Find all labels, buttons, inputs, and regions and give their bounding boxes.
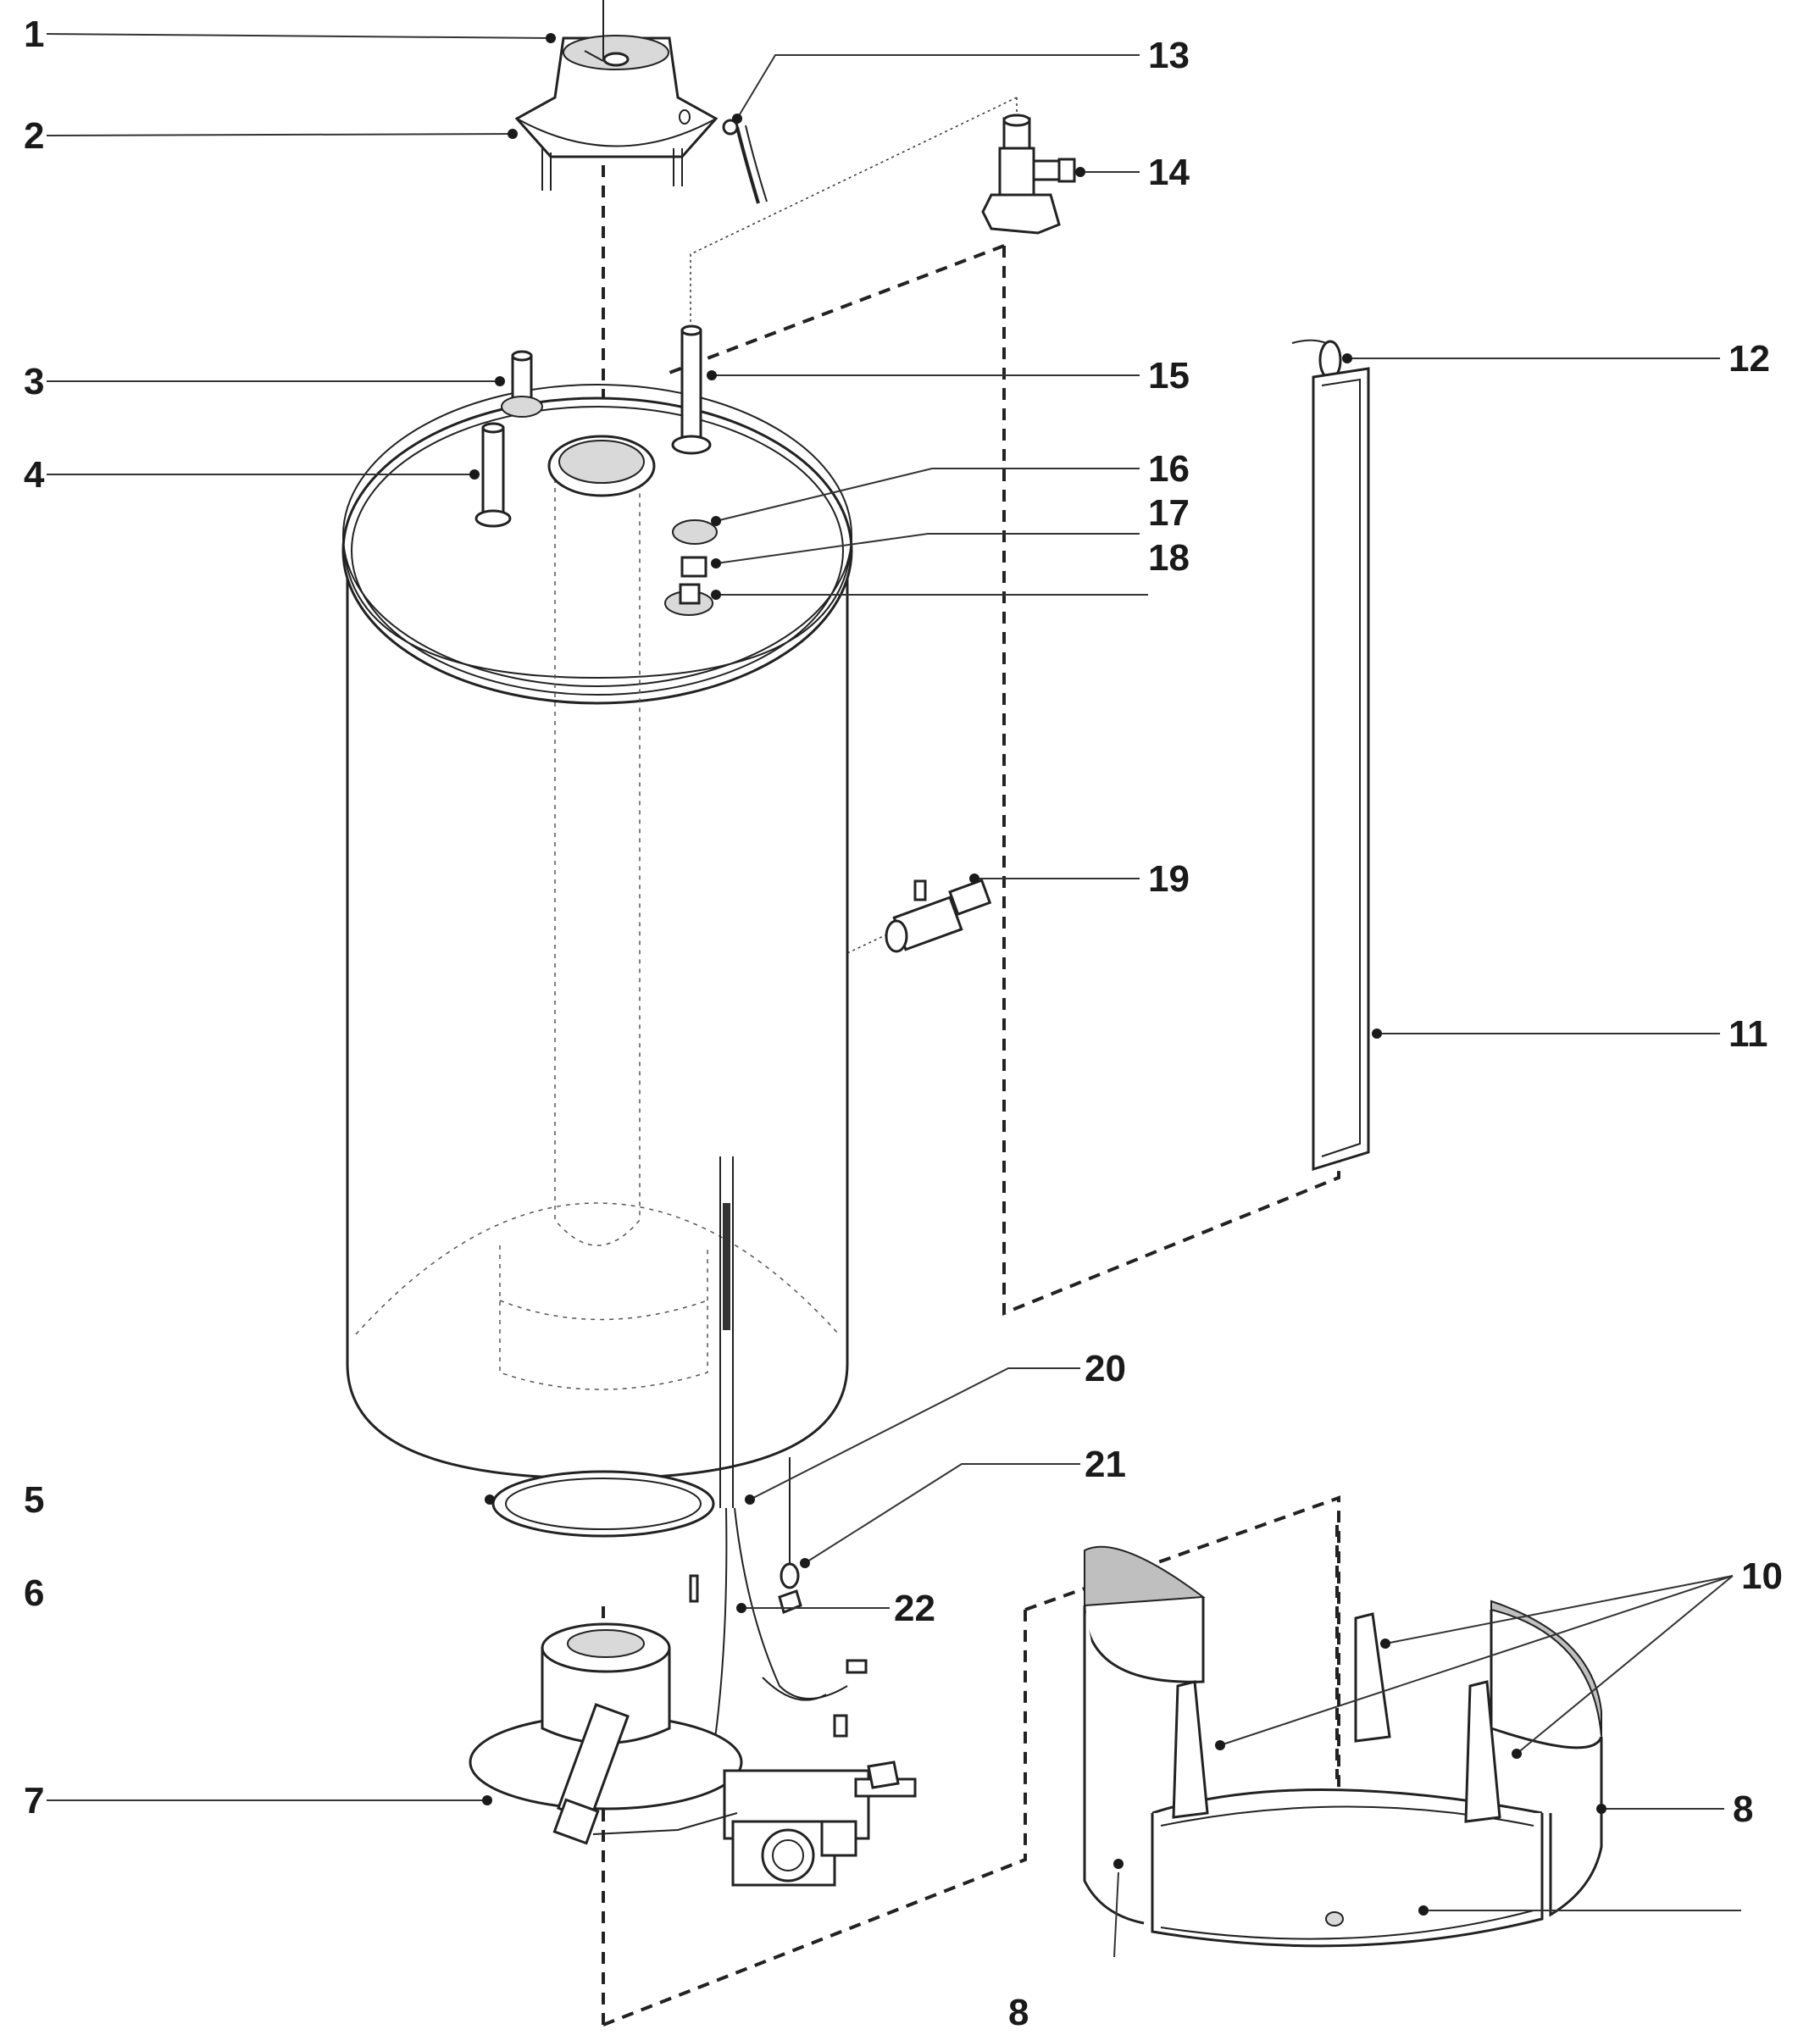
callout-13: 13 bbox=[1148, 35, 1190, 76]
relief-valve bbox=[981, 114, 1076, 235]
burner-gasket bbox=[491, 1470, 715, 1538]
callout-7: 7 bbox=[24, 1780, 44, 1822]
burner-and-gas-valve bbox=[469, 1622, 917, 1887]
leader-lines bbox=[46, 33, 1741, 1958]
callout-12: 12 bbox=[1728, 338, 1770, 380]
callout-11: 11 bbox=[1728, 1013, 1768, 1055]
callout-5: 5 bbox=[24, 1479, 44, 1521]
callout-8-left: 8 bbox=[1008, 1992, 1029, 2033]
callout-6: 6 bbox=[24, 1572, 44, 1614]
callout-18: 18 bbox=[1148, 537, 1190, 579]
callout-16: 16 bbox=[1148, 448, 1190, 490]
callout-22: 22 bbox=[894, 1588, 935, 1629]
callout-20: 20 bbox=[1085, 1348, 1126, 1389]
callout-1: 1 bbox=[24, 14, 44, 55]
callout-4: 4 bbox=[24, 454, 45, 496]
callout-8-right: 8 bbox=[1733, 1788, 1753, 1830]
drain-valve bbox=[885, 879, 992, 953]
callout-10: 10 bbox=[1741, 1555, 1783, 1597]
baffle-strip bbox=[1291, 339, 1370, 1172]
callout-19: 19 bbox=[1148, 858, 1190, 900]
callout-2: 2 bbox=[24, 115, 44, 157]
flue-hood bbox=[514, 0, 719, 191]
callout-14: 14 bbox=[1148, 152, 1190, 193]
pilot-tube bbox=[722, 119, 768, 204]
callout-21: 21 bbox=[1085, 1444, 1126, 1485]
callout-labels: 1 2 3 4 5 6 7 8 8 10 11 12 13 14 15 16 1… bbox=[24, 14, 1783, 2033]
callout-3: 3 bbox=[24, 361, 44, 402]
water-heater-tank bbox=[341, 324, 853, 1480]
callout-15: 15 bbox=[1148, 355, 1190, 396]
base-skirt bbox=[1083, 1545, 1603, 1948]
thermocouple-assembly bbox=[689, 1156, 868, 1763]
callout-17: 17 bbox=[1148, 492, 1190, 534]
